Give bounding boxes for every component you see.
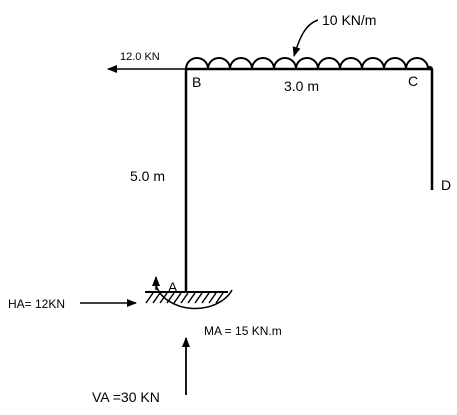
distributed-load-label: 10 KN/m [322, 12, 376, 28]
node-c-label: C [408, 73, 418, 89]
moment-reaction-arc [155, 284, 233, 310]
node-a-label: A [168, 279, 178, 295]
column-height-label: 5.0 m [130, 168, 165, 184]
moment-reaction-label: MA = 15 KN.m [204, 324, 282, 338]
distributed-load-leader [292, 19, 319, 57]
node-d-label: D [441, 177, 451, 193]
beam-span-label: 3.0 m [284, 78, 319, 94]
point-load-label: 12.0 KN [120, 51, 160, 63]
support-hatching [145, 292, 224, 304]
distributed-load-loops [185, 57, 433, 70]
vertical-reaction-label: VA =30 KN [92, 389, 160, 405]
horizontal-reaction-label: HA= 12KN [8, 297, 65, 311]
node-b-label: B [192, 74, 201, 90]
